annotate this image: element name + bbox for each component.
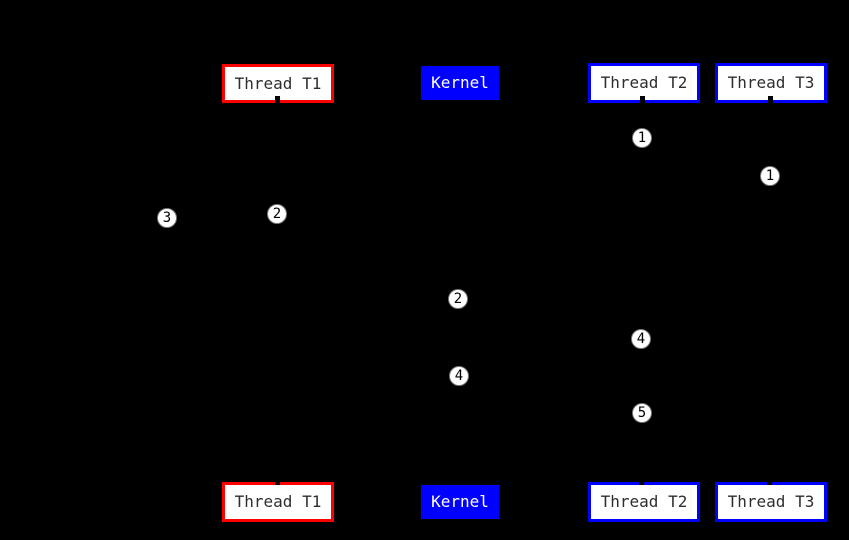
step-marker-number: 5: [637, 405, 647, 421]
lifeline-stub-t1-top: [275, 96, 280, 104]
box-label-thread-t2-bottom: Thread T2: [600, 492, 688, 511]
lifeline-stub-t2-top: [640, 96, 645, 104]
box-label-kernel-top: Kernel: [431, 73, 489, 92]
step-marker-1-thread-t3: 1: [760, 166, 780, 186]
box-kernel-bottom: Kernel: [421, 485, 499, 519]
step-marker-2-thread-t1: 2: [267, 204, 287, 224]
lifeline-stub-t3-bottom: [767, 477, 772, 485]
step-marker-5-thread-t2: 5: [632, 403, 652, 423]
step-marker-4-kernel: 4: [449, 366, 469, 386]
box-label-thread-t3-top: Thread T3: [727, 73, 815, 92]
step-marker-number: 1: [765, 168, 775, 184]
box-kernel-top: Kernel: [421, 66, 499, 100]
step-marker-number: 4: [636, 331, 646, 347]
step-marker-number: 2: [453, 291, 463, 307]
lifeline-stub-t1-bottom: [275, 477, 280, 485]
box-label-kernel-bottom: Kernel: [431, 492, 489, 511]
step-marker-number: 4: [454, 368, 464, 384]
lifeline-stub-t3-top: [768, 96, 773, 104]
step-marker-number: 1: [637, 130, 647, 146]
box-thread-t2-bottom: Thread T2: [588, 482, 700, 522]
box-label-thread-t1-top: Thread T1: [234, 73, 322, 93]
box-thread-t3-bottom: Thread T3: [715, 482, 827, 522]
step-marker-2-kernel: 2: [448, 289, 468, 309]
lifeline-stub-t2-bottom: [639, 477, 644, 485]
step-marker-1-thread-t2: 1: [632, 128, 652, 148]
box-label-thread-t3-bottom: Thread T3: [727, 492, 815, 511]
step-marker-number: 2: [272, 206, 282, 222]
box-label-thread-t2-top: Thread T2: [600, 73, 688, 92]
box-label-thread-t1-bottom: Thread T1: [234, 492, 322, 511]
box-thread-t1-bottom: Thread T1: [222, 482, 334, 522]
step-marker-3-left: 3: [157, 208, 177, 228]
step-marker-4-thread-t2: 4: [631, 329, 651, 349]
step-marker-number: 3: [162, 210, 172, 226]
